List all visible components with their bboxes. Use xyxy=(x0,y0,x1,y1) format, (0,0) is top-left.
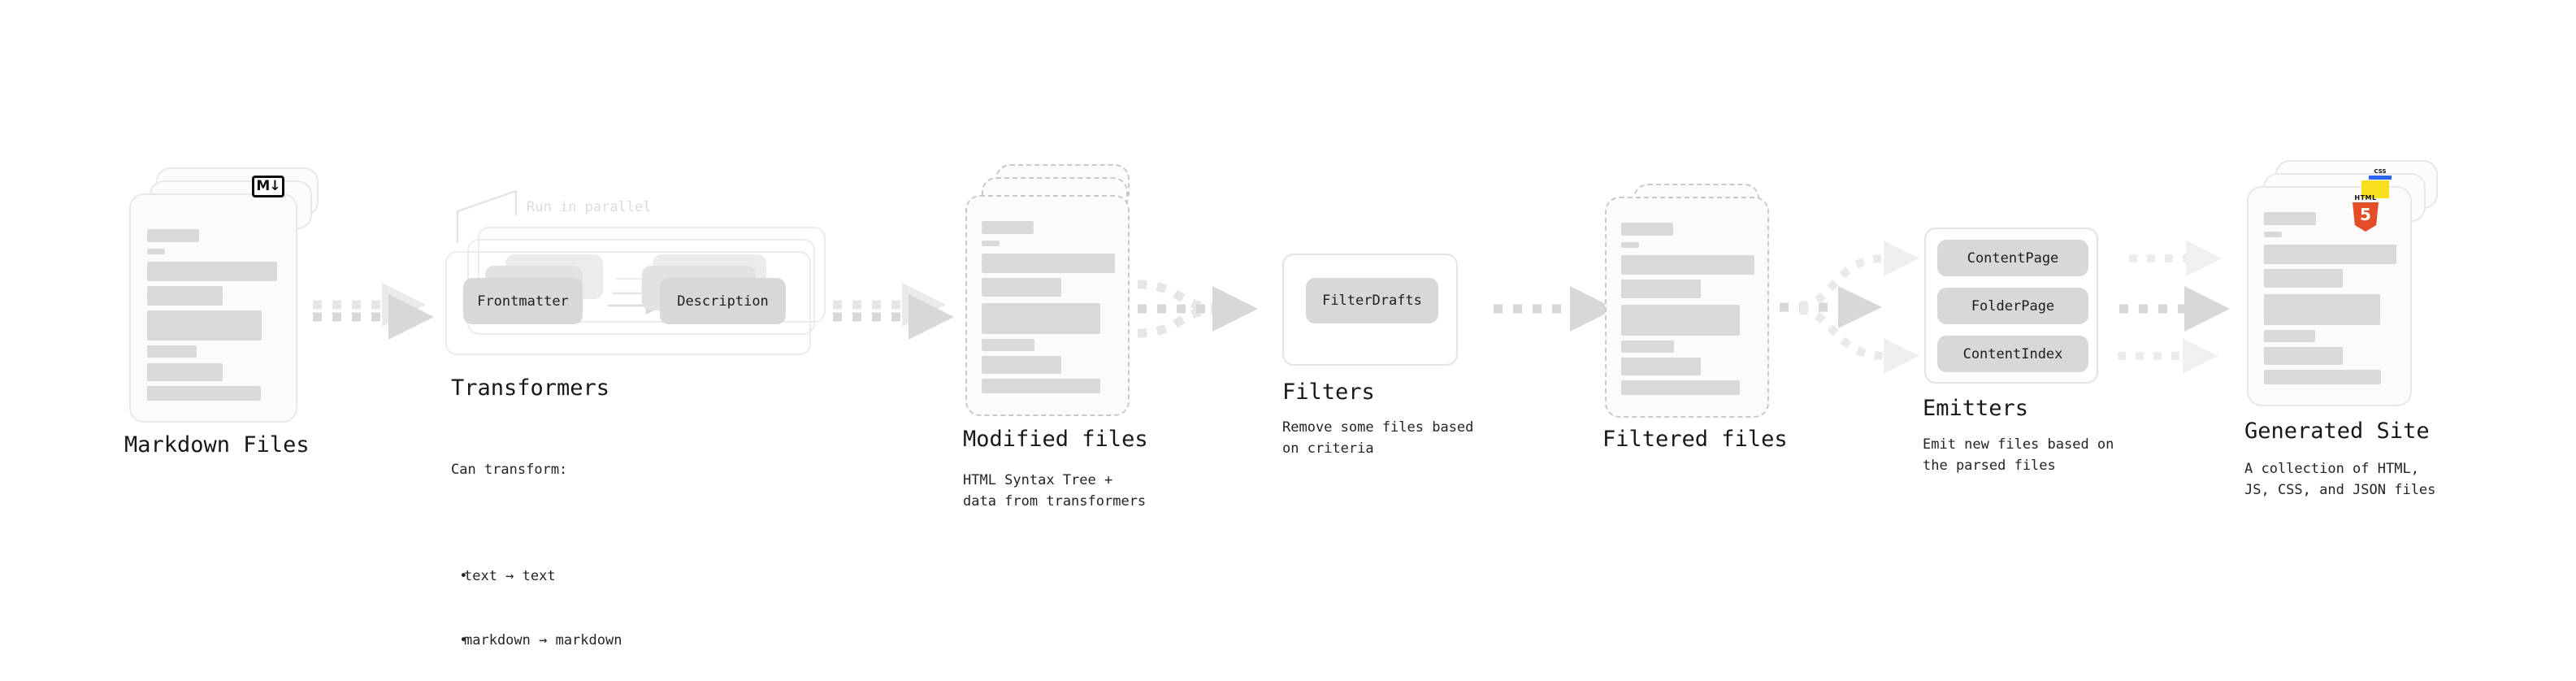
doc-bar-para-4 xyxy=(1621,340,1674,353)
doc-bar-meta xyxy=(1621,242,1639,248)
chip-description[interactable]: Description xyxy=(660,278,786,324)
doc-bar-para-2 xyxy=(982,278,1061,297)
chip-contentpage[interactable]: ContentPage xyxy=(1937,240,2088,276)
connector-md-to-transformers xyxy=(313,283,434,340)
stage-subtitle-generated-site: A collection of HTML, JS, CSS, and JSON … xyxy=(2244,461,2436,499)
doc-bar-para-5 xyxy=(2264,347,2343,365)
doc-bar-para-6 xyxy=(1621,380,1740,395)
doc-bar-para-2 xyxy=(2264,269,2343,288)
stage-subtitle-modified-files: HTML Syntax Tree + data from transformer… xyxy=(963,472,1147,510)
stage-title-modified-files: Modified files xyxy=(963,427,1148,452)
doc-bar-meta xyxy=(2264,232,2282,237)
chip-filterdrafts[interactable]: FilterDrafts xyxy=(1306,278,1438,323)
doc-bar-para-2 xyxy=(147,286,223,306)
doc-bar-para-6 xyxy=(147,386,261,401)
connector-filtered-to-emitters xyxy=(1780,241,1919,374)
doc-bar-para-1 xyxy=(982,254,1115,273)
doc-bar-title xyxy=(2264,212,2316,225)
chip-frontmatter-label: Frontmatter xyxy=(477,293,569,310)
doc-bar-para-1 xyxy=(2264,245,2396,264)
css3-icon-bar xyxy=(2369,176,2392,180)
doc-bar-title xyxy=(147,229,199,242)
stage-subtitle-emitters: Emit new files based on the parsed files xyxy=(1923,436,2114,475)
html5-icon-shield: 5 xyxy=(2353,202,2379,232)
doc-bar-para-2 xyxy=(1621,280,1701,298)
doc-bar-title xyxy=(982,221,1034,234)
markdown-card-front xyxy=(129,193,297,423)
doc-bar-para-3 xyxy=(147,310,262,340)
stage-title-emitters: Emitters xyxy=(1923,396,2029,421)
transformers-bullet-0: •text → text xyxy=(451,566,622,587)
modified-card-front xyxy=(965,195,1130,416)
chip-contentindex[interactable]: ContentIndex xyxy=(1937,336,2088,372)
chip-description-label: Description xyxy=(677,293,769,310)
stage-subtitle-transformers: Can transform: •text → text •markdown → … xyxy=(451,416,622,681)
transformers-bullet-0-text: text → text xyxy=(464,568,556,585)
js-icon xyxy=(2361,180,2389,198)
bullet-dot: • xyxy=(451,632,468,649)
transformers-sub-heading: Can transform: xyxy=(451,461,568,478)
transformers-bullet-list: •text → text •markdown → markdown •html … xyxy=(451,523,622,681)
doc-bar-para-1 xyxy=(1621,255,1754,275)
connector-modified-to-filters xyxy=(1137,280,1258,338)
transformers-bullet-1: •markdown → markdown xyxy=(451,630,622,651)
stage-title-filters: Filters xyxy=(1282,380,1375,405)
site-card-front xyxy=(2247,186,2412,406)
doc-bar-para-4 xyxy=(982,339,1034,351)
doc-bar-para-3 xyxy=(982,303,1100,334)
markdown-icon: M↓ xyxy=(252,176,284,197)
doc-bar-meta xyxy=(982,241,1000,246)
doc-bar-title xyxy=(1621,223,1673,236)
stage-subtitle-filters: Remove some files based on criteria xyxy=(1282,419,1474,458)
transformer-shell-back xyxy=(478,227,826,323)
stage-title-markdown-files: Markdown Files xyxy=(124,432,310,458)
stage-title-filtered-files: Filtered files xyxy=(1602,427,1788,452)
doc-bar-para-5 xyxy=(147,363,223,381)
bullet-dot: • xyxy=(451,568,468,585)
css3-icon-label: CSS xyxy=(2374,168,2387,175)
connector-transformers-to-modified xyxy=(833,283,954,340)
emitters-box: ContentPage FolderPage ContentIndex xyxy=(1924,228,2098,384)
chip-contentpage-label: ContentPage xyxy=(1967,249,2059,267)
doc-bar-para-5 xyxy=(982,356,1061,374)
transformer-shell-front xyxy=(445,251,811,355)
transformers-bullet-1-text: markdown → markdown xyxy=(464,632,622,649)
doc-bar-para-3 xyxy=(2264,294,2380,325)
connector-emitters-to-site xyxy=(2118,241,2230,374)
filters-box: FilterDrafts xyxy=(1282,254,1458,366)
stage-title-transformers: Transformers xyxy=(451,375,610,401)
doc-bar-meta xyxy=(147,249,165,254)
chip-folderpage[interactable]: FolderPage xyxy=(1937,288,2088,324)
chip-filterdrafts-label: FilterDrafts xyxy=(1322,293,1422,309)
doc-bar-para-4 xyxy=(2264,330,2315,342)
run-in-parallel-label: Run in parallel xyxy=(527,199,652,215)
doc-bar-para-3 xyxy=(1621,305,1740,336)
markdown-icon-label: M↓ xyxy=(256,178,280,194)
doc-bar-para-6 xyxy=(982,379,1100,393)
css3-icon: CSS xyxy=(2369,169,2392,180)
doc-bar-para-1 xyxy=(147,262,277,281)
chip-frontmatter[interactable]: Frontmatter xyxy=(463,278,583,324)
html5-icon: HTML 5 xyxy=(2349,195,2382,234)
html5-icon-word: HTML xyxy=(2354,194,2377,202)
connector-filters-to-filtered xyxy=(1494,286,1615,332)
doc-bar-para-4 xyxy=(147,345,197,358)
filtered-card-front xyxy=(1605,197,1769,418)
chip-contentindex-label: ContentIndex xyxy=(1962,345,2063,362)
doc-bar-para-5 xyxy=(1621,358,1701,375)
doc-bar-para-6 xyxy=(2264,370,2381,384)
chip-folderpage-label: FolderPage xyxy=(1971,297,2055,314)
stage-title-generated-site: Generated Site xyxy=(2244,419,2430,444)
